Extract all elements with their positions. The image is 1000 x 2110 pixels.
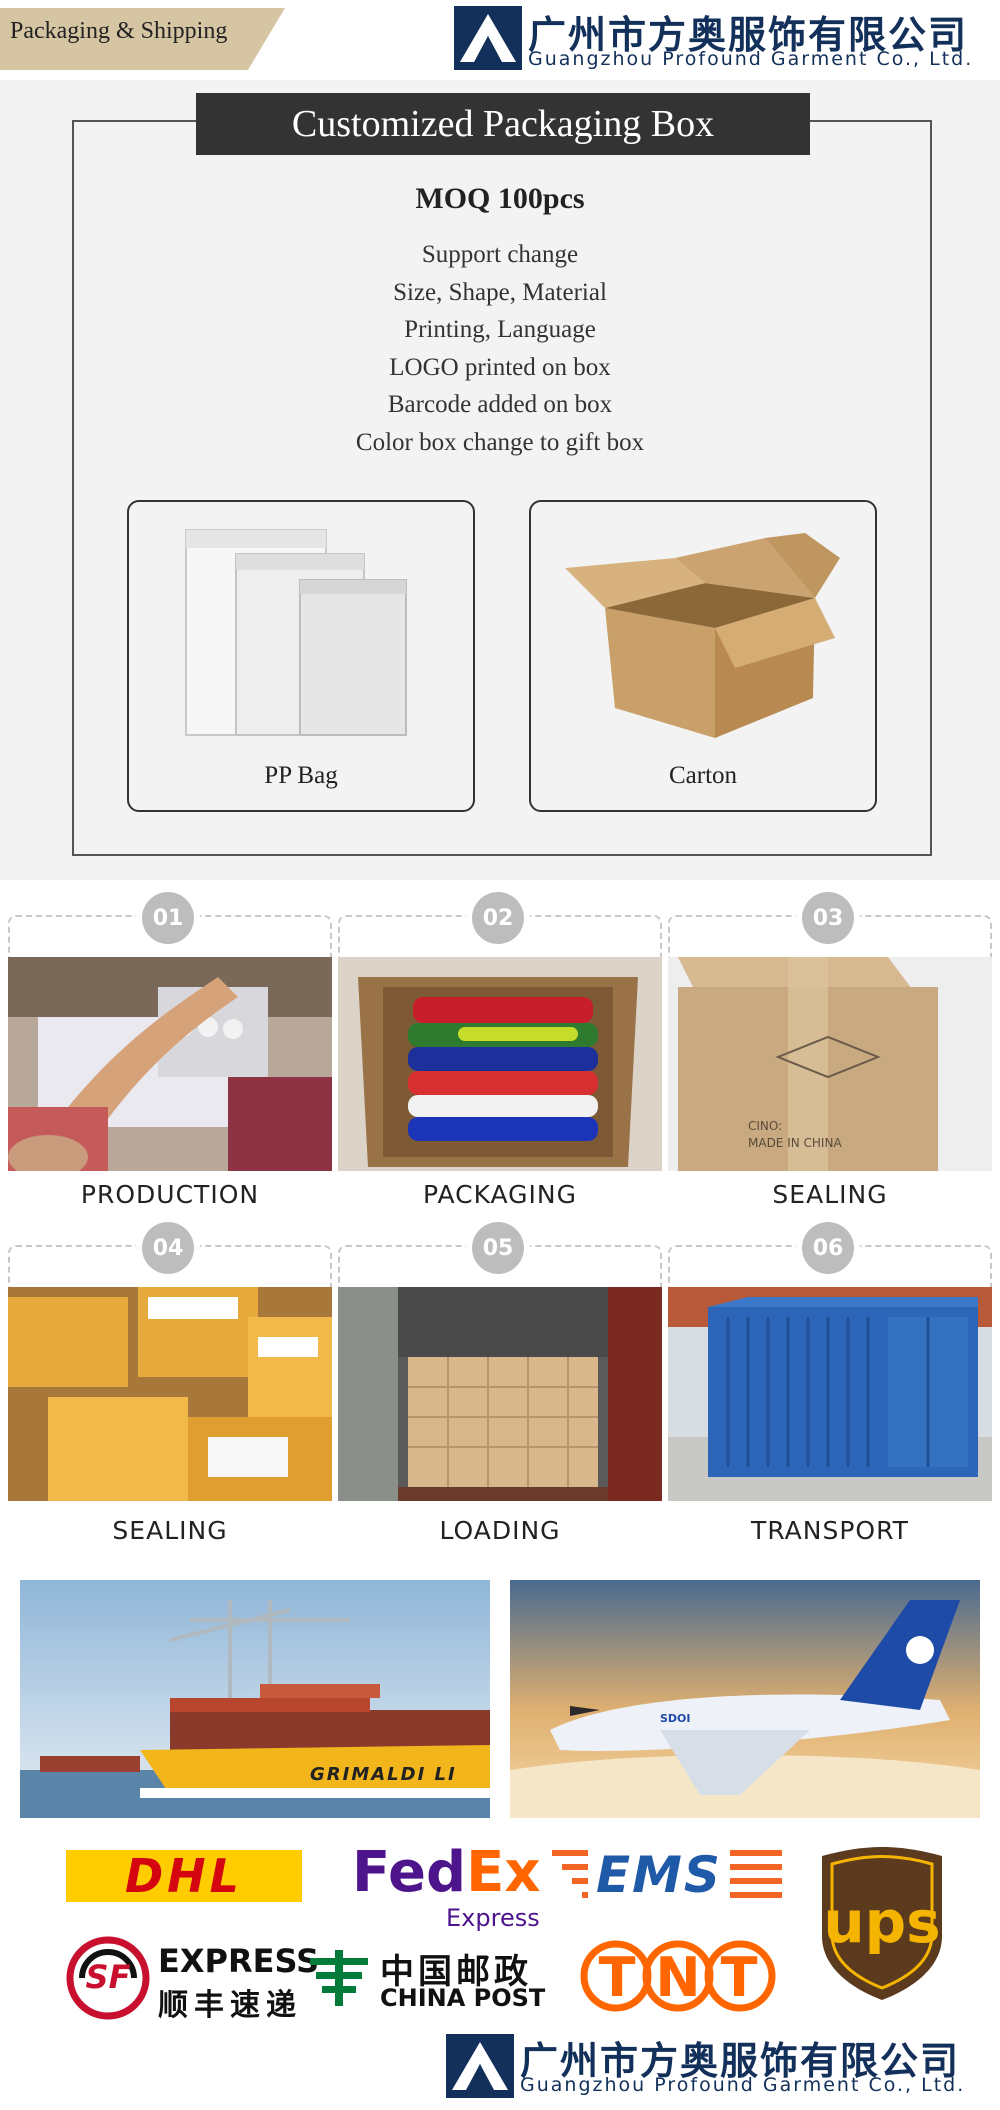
company-name-cn: 广州市方奥服饰有限公司	[528, 13, 969, 57]
step-label: TRANSPORT	[751, 1516, 909, 1545]
custom-box-panel	[0, 80, 1000, 880]
support-line: LOGO printed on box	[389, 353, 611, 381]
sf-express-text: EXPRESS	[158, 1942, 320, 1980]
carton-icon	[565, 533, 840, 738]
cargo-plane-photo: SDOI	[510, 1580, 980, 1818]
support-line: Color box change to gift box	[355, 428, 645, 456]
fedex-fed-text: Fed	[352, 1840, 467, 1905]
company-name-en: Guangzhou Profound Garment Co., Ltd.	[528, 48, 974, 70]
cargo-ship-photo: GRIMALDI LI	[20, 1580, 490, 1818]
carton-marking: MADE IN CHINA	[748, 1136, 842, 1150]
loading-photo	[338, 1287, 662, 1501]
sf-circle-icon	[66, 1936, 150, 2020]
footer-company-name-en: Guangzhou Profound Garment Co., Ltd.	[520, 2074, 966, 2096]
step-number: 03	[802, 892, 854, 944]
transport-photo	[668, 1287, 992, 1501]
china-post-icon	[310, 1950, 368, 2006]
step-label: PRODUCTION	[80, 1180, 260, 1209]
support-line: Barcode added on box	[387, 391, 613, 418]
ups-logo-text: ups	[823, 1888, 941, 1956]
support-line: Support change	[421, 241, 579, 268]
company-logo-icon	[454, 6, 522, 70]
tnt-circles-icon	[580, 1940, 776, 2012]
step-number: 02	[472, 892, 524, 944]
support-list: Support change Size, Shape, Material Pri…	[0, 236, 1000, 461]
dhl-logo	[66, 1850, 302, 1902]
ship-name-text: GRIMALDI LI	[310, 1764, 457, 1785]
china-post-en-text: CHINA POST	[380, 1984, 546, 2012]
step-label: LOADING	[439, 1516, 561, 1545]
china-post-cn-text: 中国邮政	[380, 1952, 532, 1992]
sealing-boxes-photo	[8, 1287, 332, 1501]
fedex-ex-text: Ex	[466, 1840, 541, 1905]
pp-bag-icon	[185, 529, 407, 736]
sf-mark-text: SF	[85, 1958, 131, 1996]
pp-bag-label: PP Bag	[264, 762, 338, 789]
step-label: SEALING	[112, 1516, 228, 1545]
section-tag	[0, 8, 285, 70]
packaging-photo	[338, 957, 662, 1171]
step-number: 01	[142, 892, 194, 944]
sealing-box-photo: CINO: MADE IN CHINA	[668, 957, 992, 1171]
section-tag-label: Packaging & Shipping	[10, 18, 228, 44]
step-number: 05	[472, 1222, 524, 1274]
ems-logo-text: EMS	[588, 1846, 730, 1904]
custom-box-title: Customized Packaging Box	[196, 93, 810, 155]
company-logo-icon	[446, 2034, 514, 2098]
step-number: 04	[142, 1222, 194, 1274]
step-label: PACKAGING	[422, 1180, 578, 1209]
moq-text: MOQ 100pcs	[415, 182, 585, 215]
dhl-logo-text: DHL	[125, 1849, 243, 1903]
fedex-logo-text: FedEx	[352, 1840, 540, 1905]
production-photo	[8, 957, 332, 1171]
plane-brand-text: SDOI	[660, 1712, 691, 1725]
pp-bag-card	[127, 500, 475, 812]
support-line: Size, Shape, Material	[393, 278, 607, 306]
support-line: Printing, Language	[404, 316, 596, 343]
carton-marking: CINO:	[748, 1119, 782, 1133]
ups-shield-icon	[822, 1847, 942, 2000]
fedex-express-text: Express	[446, 1904, 540, 1932]
carton-card	[529, 500, 877, 812]
tnt-logo-text: TNT	[598, 1946, 778, 2009]
step-number: 06	[802, 1222, 854, 1274]
carton-label: Carton	[668, 762, 738, 789]
sf-cn-text: 顺丰速递	[158, 1988, 302, 2023]
step-label: SEALING	[772, 1180, 888, 1209]
footer-company-name-cn: 广州市方奥服饰有限公司	[520, 2039, 961, 2083]
